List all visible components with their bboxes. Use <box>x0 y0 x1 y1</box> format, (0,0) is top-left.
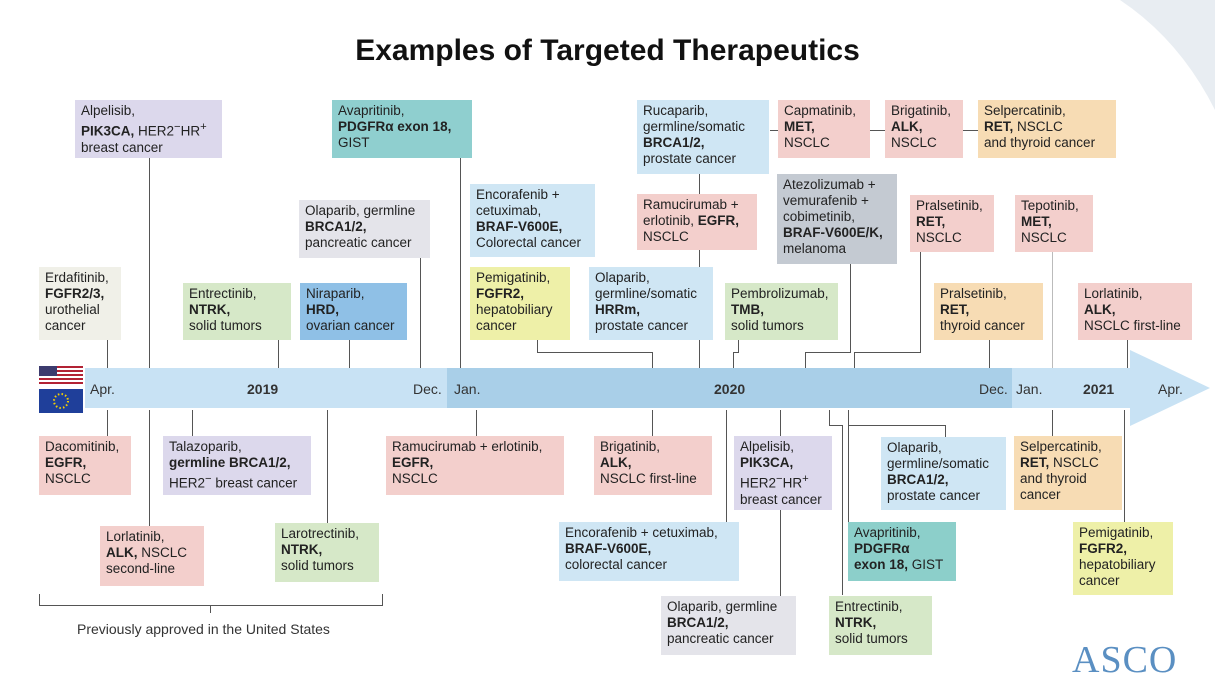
approval-box-atezolizumab: Atezolizumab +vemurafenib +cobimetinib,B… <box>777 174 897 264</box>
timeline-label-jan: Jan. <box>454 381 481 397</box>
approval-box-alpelisib: Alpelisib,PIK3CA, HER2−HR+breast cancer <box>75 100 222 158</box>
approval-box-pralsetinib-thyroid: Pralsetinib,RET,thyroid cancer <box>934 283 1043 340</box>
approval-box-dacomitinib: Dacomitinib,EGFR,NSCLC <box>39 436 131 495</box>
approval-box-encorafenib: Encorafenib +cetuximab,BRAF-V600E,Colore… <box>470 184 595 257</box>
timeline-label-dec: Dec. <box>413 381 442 397</box>
approval-box-entrectinib: Entrectinib,NTRK,solid tumors <box>183 283 291 340</box>
timeline-year-2019: 2019 <box>247 381 279 397</box>
approval-box-alpelisib-eu: Alpelisib,PIK3CA,HER2−HR+breast cancer <box>734 436 832 510</box>
approval-box-avapritinib: Avapritinib,PDGFRα exon 18,GIST <box>332 100 472 158</box>
approval-box-brigatinib-top: Brigatinib,ALK,NSCLC <box>885 100 963 158</box>
page-title: Examples of Targeted Therapeutics <box>355 34 860 67</box>
eu-flag-icon <box>39 389 83 413</box>
timeline-arrow <box>85 350 1210 426</box>
timeline-label-apr: Apr. <box>90 381 115 397</box>
approval-box-ramucirumab-eu: Ramucirumab + erlotinib,EGFR,NSCLC <box>386 436 564 495</box>
approval-box-larotrectinib: Larotrectinib,NTRK,solid tumors <box>275 523 379 582</box>
timeline-year-2020: 2020 <box>714 381 746 397</box>
approval-box-capmatinib: Capmatinib,MET,NSCLC <box>778 100 870 158</box>
approval-box-talazoparib: Talazoparib,germline BRCA1/2,HER2− breas… <box>163 436 311 495</box>
approval-box-lorlatinib-top: Lorlatinib,ALK,NSCLC first-line <box>1078 283 1192 340</box>
us-flag-icon <box>39 366 83 386</box>
approval-box-brigatinib-eu: Brigatinib,ALK,NSCLC first-line <box>594 436 712 495</box>
approval-box-entrectinib-eu: Entrectinib,NTRK,solid tumors <box>829 596 932 655</box>
timeline-label-dec: Dec. <box>979 381 1008 397</box>
approval-box-ramucirumab: Ramucirumab +erlotinib, EGFR,NSCLC <box>637 194 757 250</box>
approval-box-pralsetinib-nsclc: Pralsetinib,RET,NSCLC <box>910 195 994 252</box>
footnote-text: Previously approved in the United States <box>77 621 330 637</box>
timeline-label-apr: Apr. <box>1158 381 1183 397</box>
asco-logo: ASCO <box>1072 640 1178 677</box>
timeline-label-jan: Jan. <box>1016 381 1043 397</box>
approval-box-encorafenib-eu: Encorafenib + cetuximab,BRAF-V600E,color… <box>559 522 739 581</box>
approval-box-tepotinib: Tepotinib,MET,NSCLC <box>1015 195 1093 252</box>
timeline-year-2021: 2021 <box>1083 381 1115 397</box>
approval-box-pembrolizumab: Pembrolizumab,TMB,solid tumors <box>725 283 838 340</box>
approval-box-niraparib: Niraparib,HRD,ovarian cancer <box>300 283 407 340</box>
